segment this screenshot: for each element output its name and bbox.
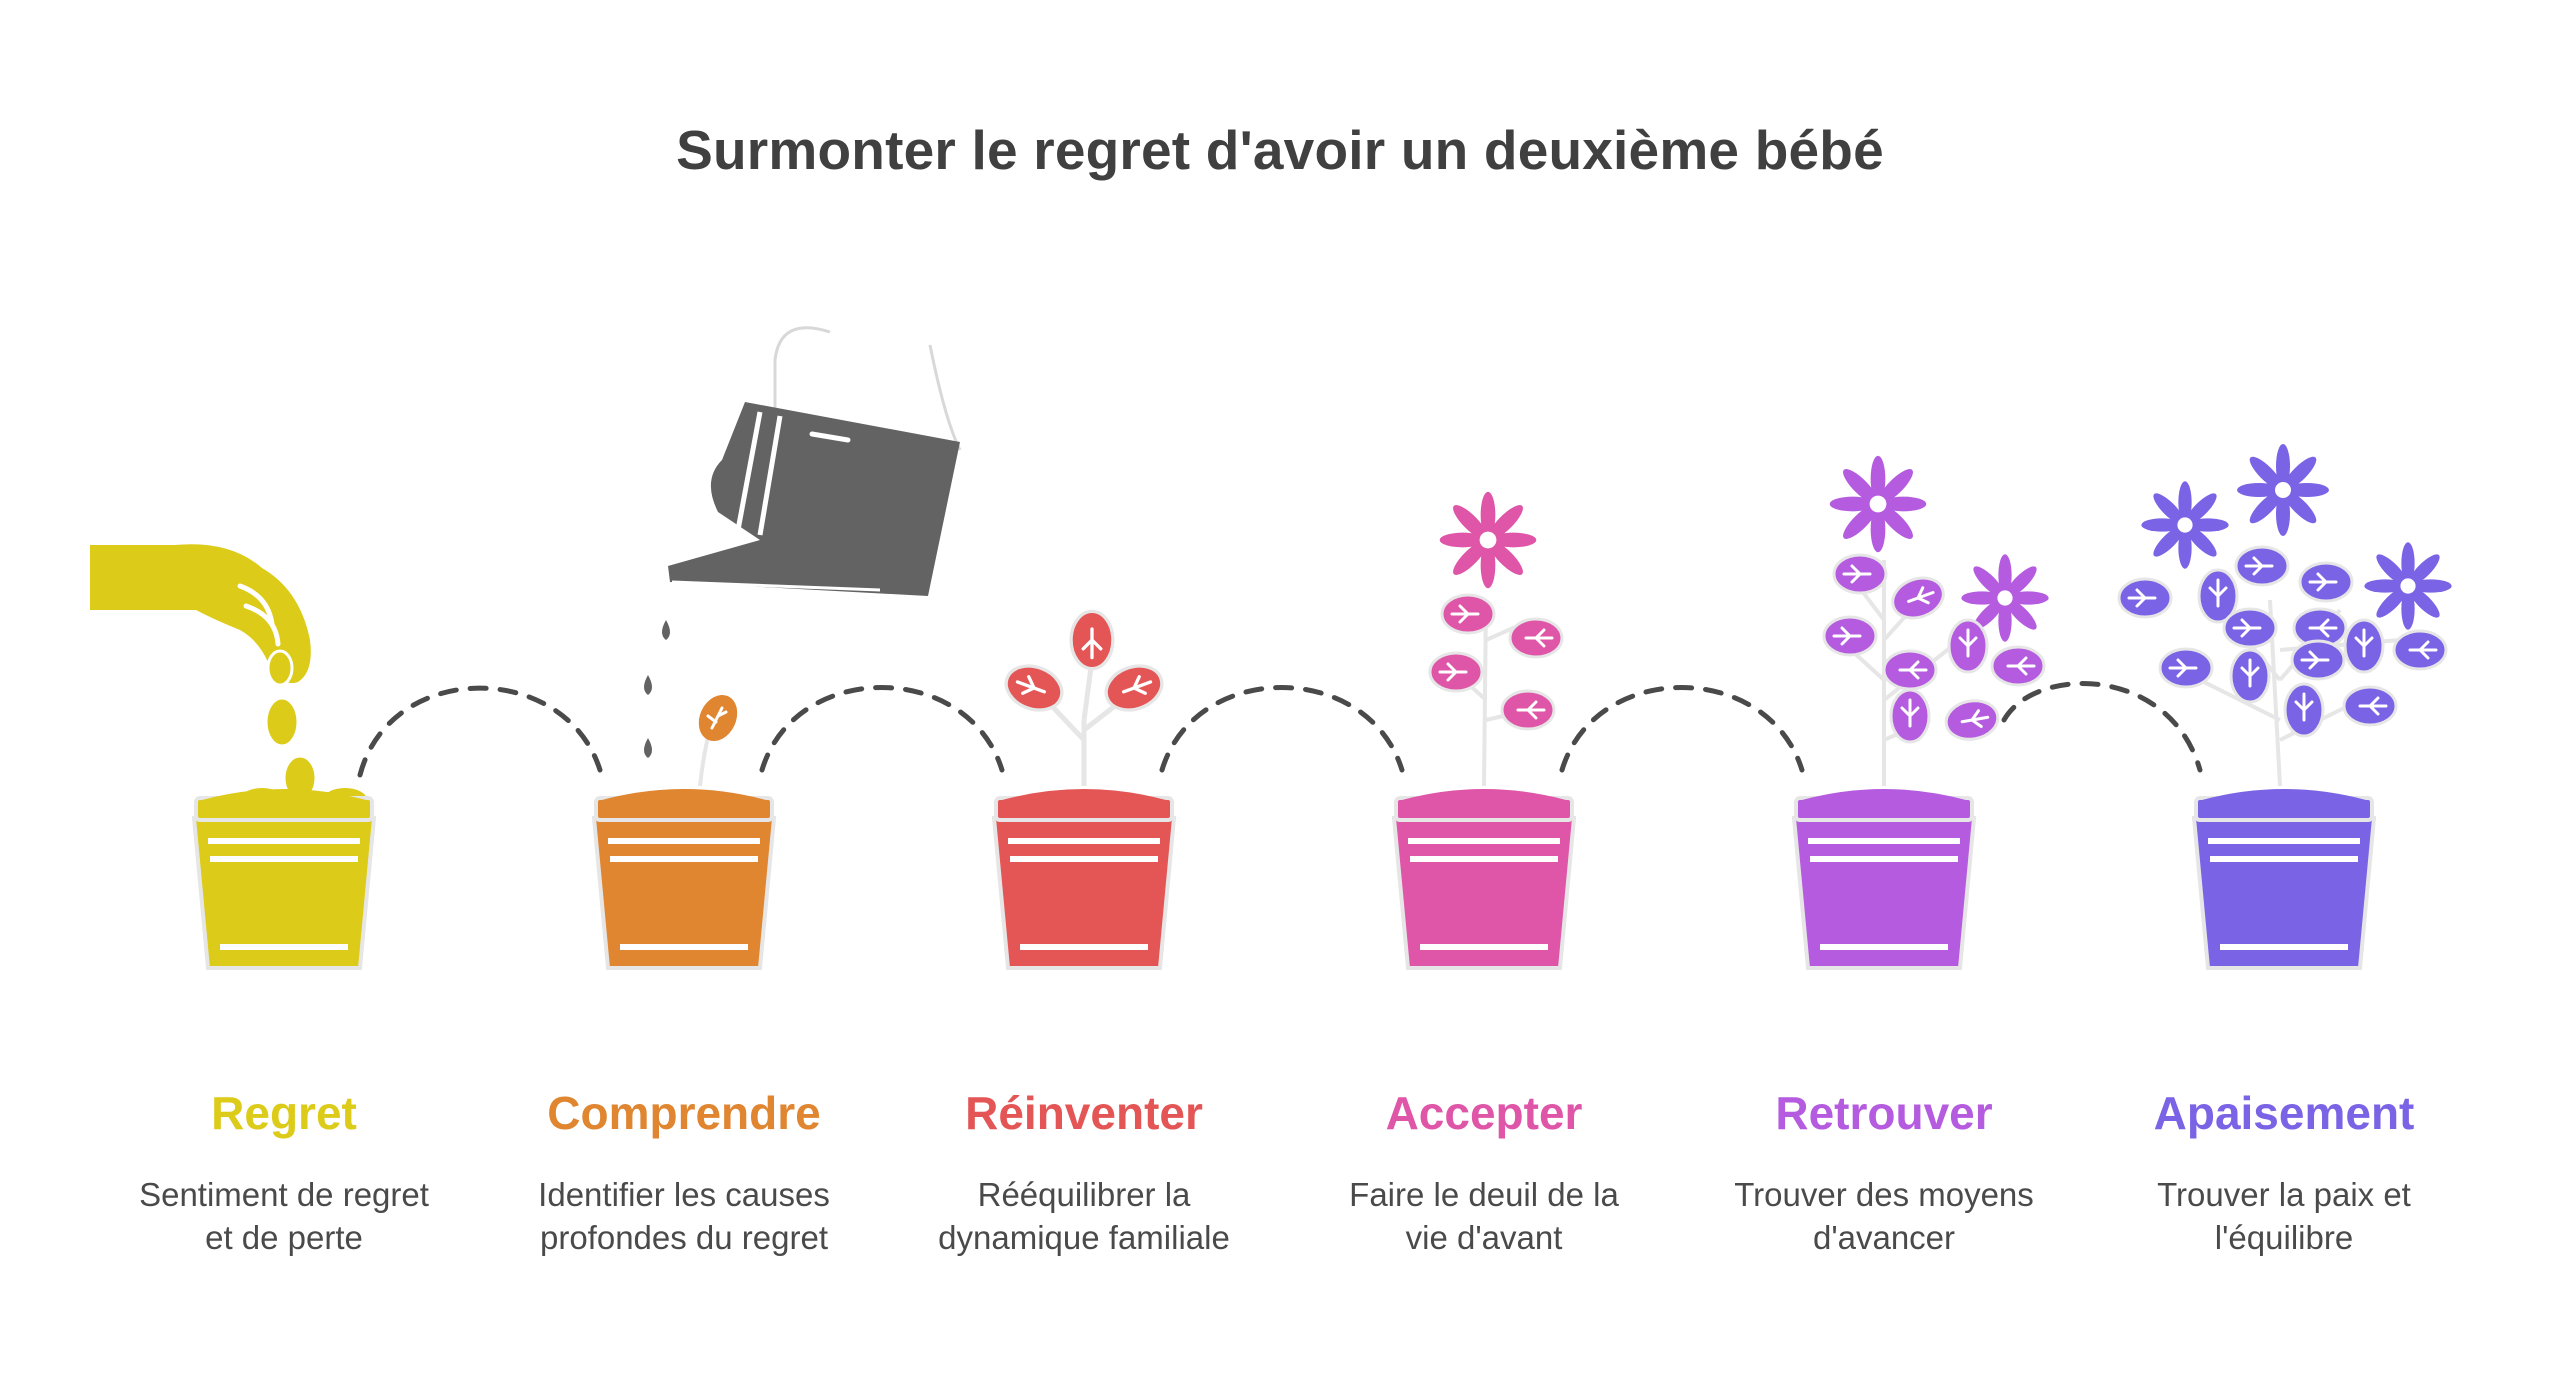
step-title: Apaisement — [2153, 1087, 2415, 1139]
step-title: Comprendre — [547, 1087, 821, 1139]
flowering-plant-icon — [2117, 444, 2452, 787]
step-description-line: profondes du regret — [539, 1219, 829, 1256]
step-description-line: Sentiment de regret — [139, 1176, 429, 1213]
connector-arcs — [357, 681, 2203, 778]
step-title: Réinventer — [965, 1087, 1203, 1139]
page-title: Surmonter le regret d'avoir un deuxième … — [676, 119, 1884, 181]
step-description-line: dynamique familiale — [938, 1219, 1230, 1256]
step-title: Retrouver — [1775, 1087, 1993, 1139]
step-description: Trouver la paix et l'équilibre — [2064, 1173, 2504, 1259]
step-title: Regret — [211, 1087, 357, 1139]
hand-dropping-seeds-icon — [90, 544, 367, 812]
step-description: Sentiment de regret et de perte — [64, 1173, 504, 1259]
step-description-line: et de perte — [205, 1219, 363, 1256]
seedling-icon — [698, 694, 738, 787]
step-description-line: vie d'avant — [1405, 1219, 1563, 1256]
pot-1 — [192, 787, 376, 970]
pot-3 — [992, 787, 1176, 970]
pot-2 — [592, 787, 776, 970]
step-description-line: Faire le deuil de la — [1349, 1176, 1619, 1213]
flowering-plant-icon — [1822, 455, 2049, 786]
flowering-plant-icon — [1428, 491, 1564, 787]
watering-can-icon — [668, 326, 962, 596]
connector-3-4 — [1159, 685, 1405, 773]
step-description: Identifier les causes profondes du regre… — [464, 1173, 904, 1259]
step-description-line: Trouver des moyens — [1734, 1176, 2034, 1213]
step-description-line: l'équilibre — [2214, 1219, 2354, 1256]
step-description-line: d'avancer — [1812, 1219, 1956, 1256]
step-description-line: Trouver la paix et — [2157, 1176, 2411, 1213]
step-title: Accepter — [1385, 1087, 1583, 1139]
connector-4-5 — [1559, 685, 1805, 773]
connector-2-3 — [759, 685, 1005, 773]
pot-4 — [1392, 787, 1576, 970]
pot-6 — [2192, 787, 2376, 970]
step-description: Rééquilibrer la dynamique familiale — [864, 1173, 1304, 1259]
step-description: Trouver des moyens d'avancer — [1664, 1173, 2104, 1259]
step-description: Faire le deuil de la vie d'avant — [1264, 1173, 1704, 1259]
step-description-line: Identifier les causes — [538, 1176, 830, 1213]
connector-1-2 — [357, 685, 603, 778]
step-description-line: Rééquilibrer la — [977, 1176, 1191, 1213]
sprout-icon — [998, 609, 1170, 786]
pot-5 — [1792, 787, 1976, 970]
connector-5-6 — [2001, 681, 2203, 773]
water-droplets — [644, 620, 670, 758]
